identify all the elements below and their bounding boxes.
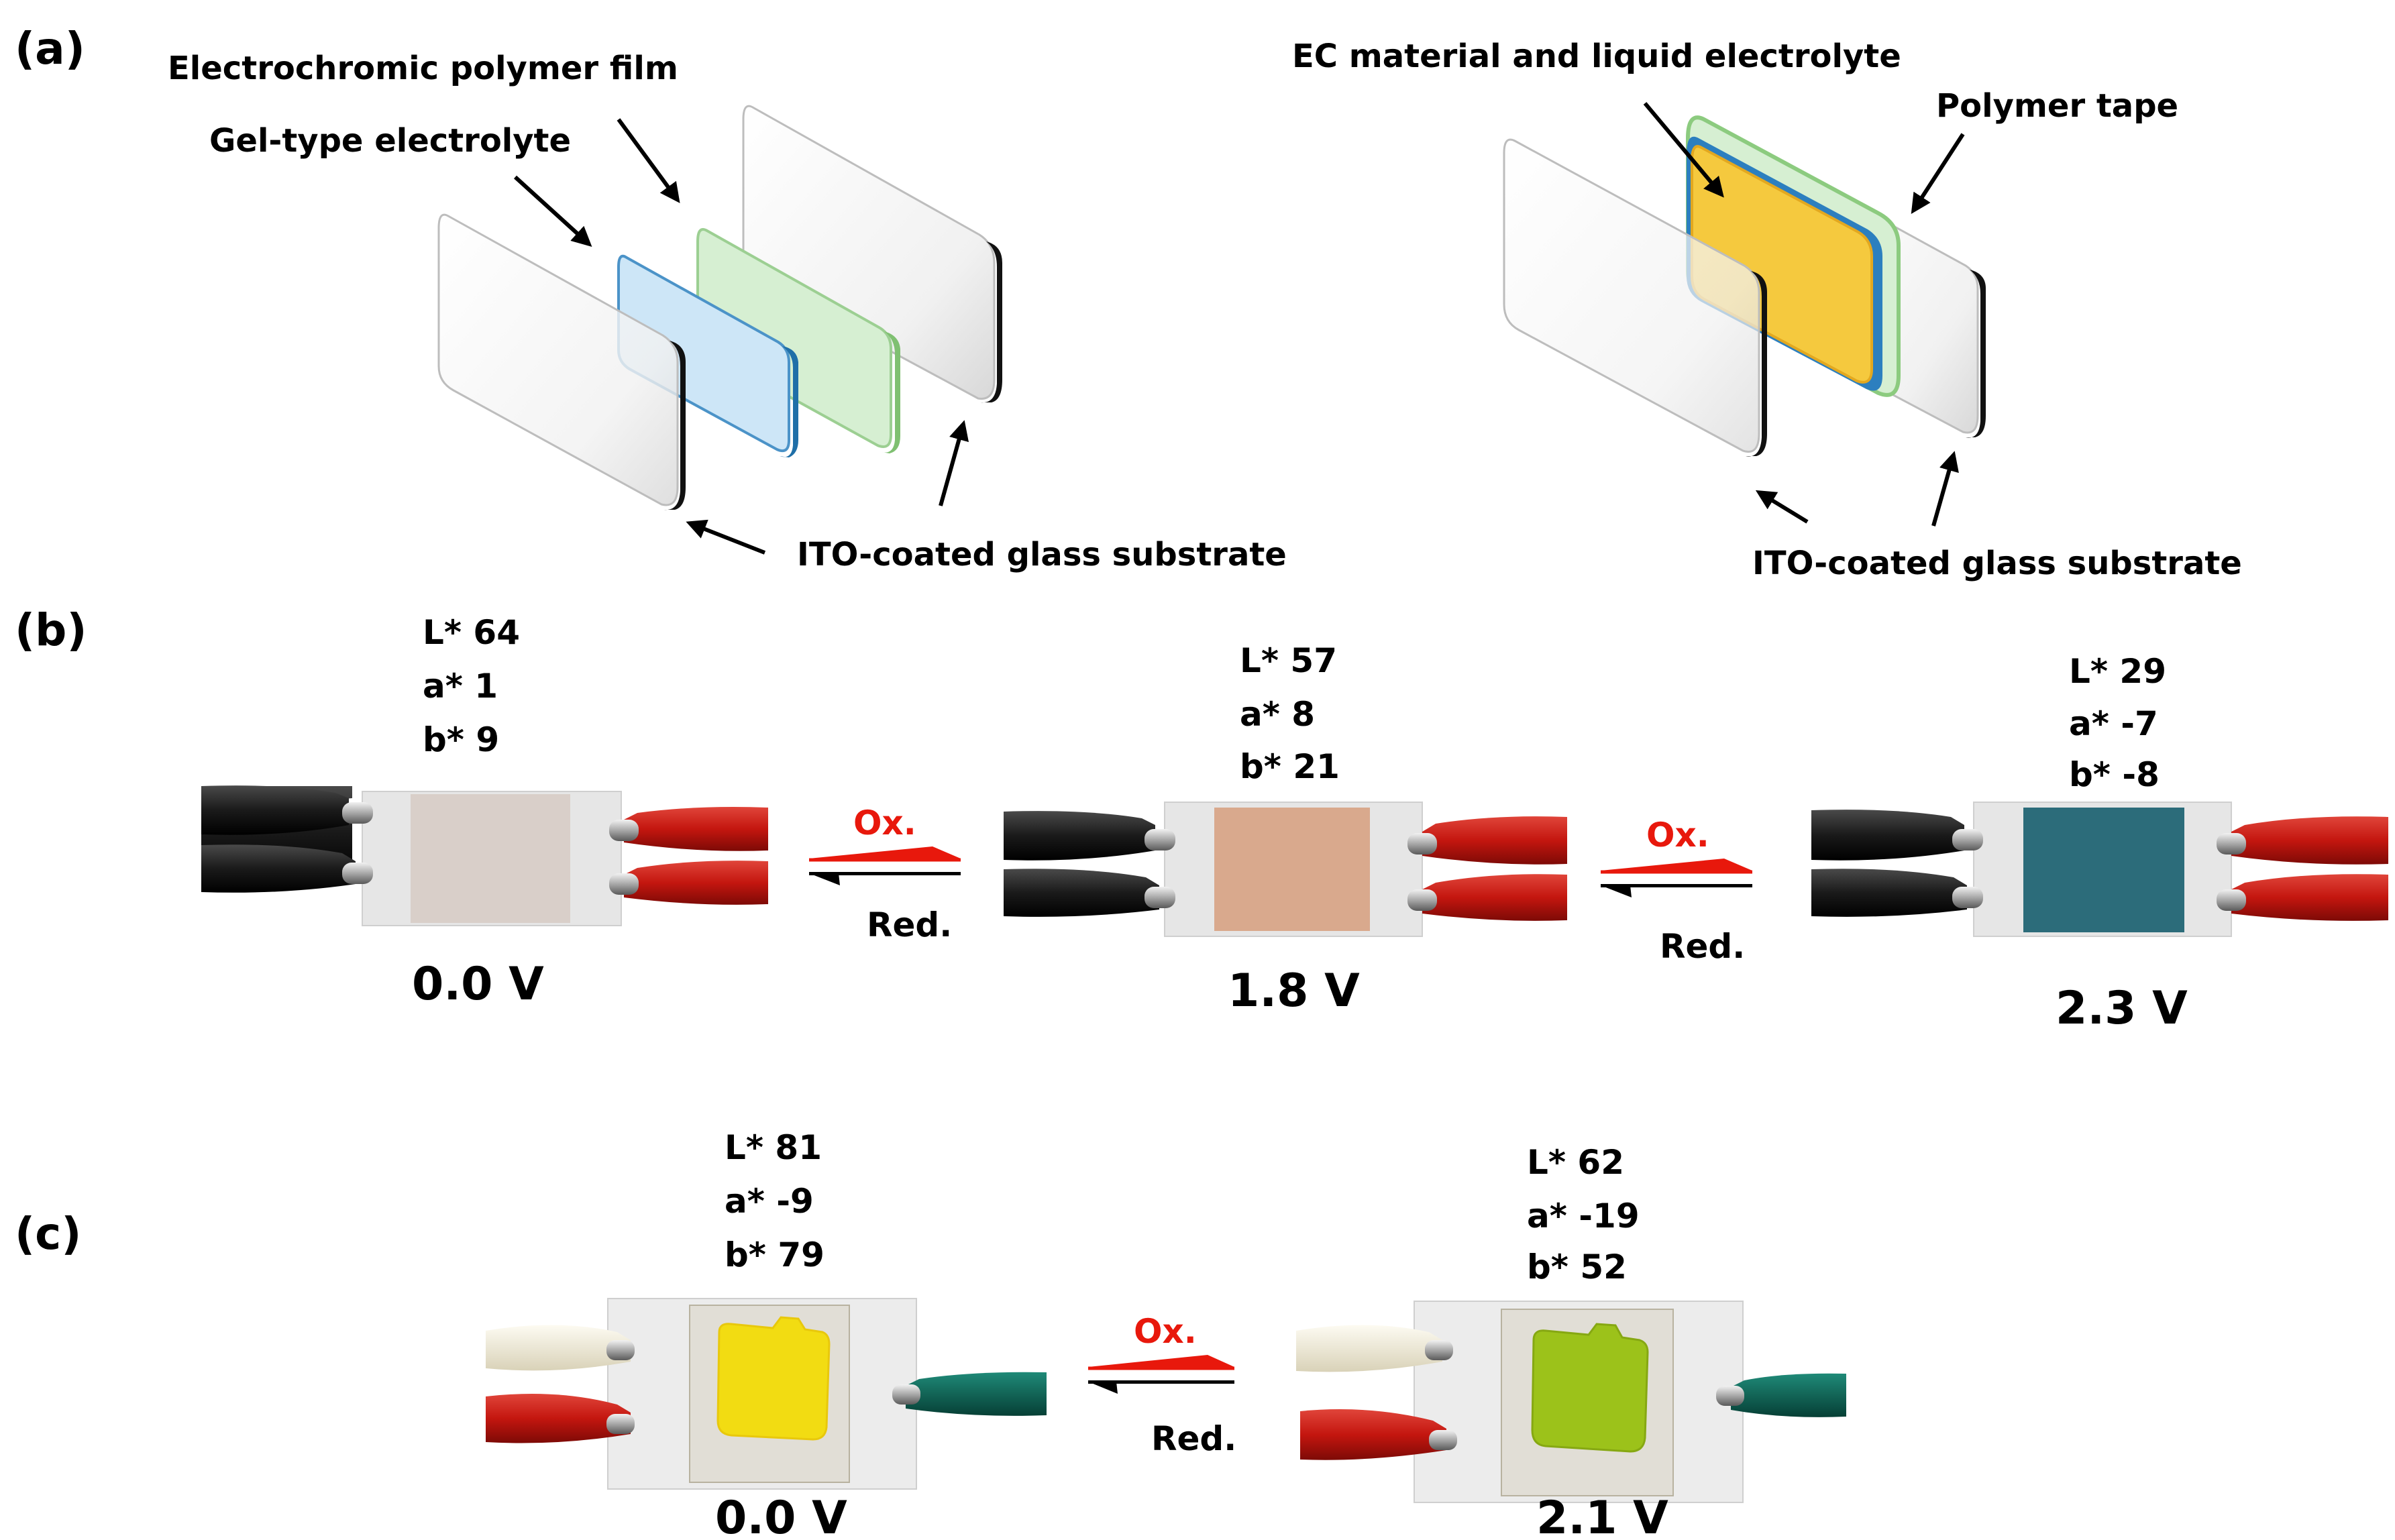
b-t1-red-arrow	[809, 873, 840, 885]
device-b-1.8v	[1004, 802, 1567, 937]
arrow-to-polymer-tape	[1911, 133, 1965, 215]
b0-bstar: b* 9	[423, 720, 499, 759]
b-t1-ox: Ox.	[853, 804, 916, 842]
panel-b-label: (b)	[15, 604, 87, 656]
gel-electrolyte-layer	[617, 254, 798, 457]
arrow-to-gel	[513, 175, 592, 248]
c0-lstar: L* 81	[725, 1128, 822, 1167]
electrochromic-film-layer	[696, 228, 900, 453]
device-c-2.1v	[1296, 1301, 1846, 1503]
arrow-to-right-front-glass	[1755, 490, 1809, 524]
b1-astar: a* 8	[1240, 695, 1315, 734]
c-t1-ox: Ox.	[1134, 1312, 1197, 1351]
arrow-to-right-back-glass	[1931, 451, 1959, 527]
c1-astar: a* -19	[1527, 1197, 1640, 1235]
device-b-0v	[201, 785, 768, 926]
b0-lstar: L* 64	[423, 613, 520, 652]
left-back-glass-substrate	[742, 105, 1002, 403]
b2-lstar: L* 29	[2069, 652, 2166, 691]
c-t1-ox-arrow	[1088, 1355, 1234, 1367]
arrow-to-ec-material	[1643, 102, 1724, 198]
b-t2-red: Red.	[1660, 927, 1745, 966]
b-t2-ox: Ox.	[1646, 816, 1709, 855]
arrow-to-left-back-glass	[939, 420, 969, 506]
c1-bstar: b* 52	[1527, 1248, 1627, 1286]
film-c-2.1v	[1531, 1323, 1649, 1453]
callout-ec-material: EC material and liquid electrolyte	[1292, 38, 1901, 75]
c0-astar: a* -9	[725, 1182, 814, 1221]
film-b-0v	[411, 794, 570, 923]
c0-bstar: b* 79	[725, 1235, 824, 1274]
film-b-2.3v	[2023, 808, 2184, 932]
b-t2-red-arrow	[1601, 885, 1632, 897]
c-t1-red-arrow	[1088, 1382, 1118, 1394]
b2-bstar: b* -8	[2069, 755, 2160, 794]
callout-electrochromic-film: Electrochromic polymer film	[168, 50, 678, 87]
callout-polymer-tape: Polymer tape	[1936, 87, 2178, 125]
b0-voltage: 0.0 V	[412, 958, 544, 1011]
b0-astar: a* 1	[423, 667, 498, 706]
film-c-0v	[716, 1316, 831, 1441]
arrow-to-film	[617, 118, 680, 203]
callout-right-substrate: ITO-coated glass substrate	[1752, 545, 2242, 582]
device-c-0v	[486, 1298, 1047, 1490]
b1-voltage: 1.8 V	[1228, 965, 1360, 1018]
panel-c-label: (c)	[15, 1208, 81, 1260]
right-front-glass-substrate	[1503, 138, 1767, 457]
c1-voltage: 2.1 V	[1536, 1492, 1668, 1540]
b2-astar: a* -7	[2069, 704, 2158, 743]
film-b-1.8v	[1214, 808, 1370, 931]
ec-material-layer	[1687, 136, 1882, 391]
c-t1-red: Red.	[1151, 1419, 1236, 1458]
callout-gel-electrolyte: Gel-type electrolyte	[209, 122, 571, 160]
b2-voltage: 2.3 V	[2056, 982, 2188, 1035]
left-front-glass-substrate	[437, 213, 686, 510]
device-b-2.3v	[1811, 802, 2388, 937]
callout-left-substrate: ITO-coated glass substrate	[797, 536, 1287, 573]
b1-bstar: b* 21	[1240, 747, 1340, 786]
c0-voltage: 0.0 V	[715, 1492, 847, 1540]
b-t1-red: Red.	[867, 905, 952, 944]
arrow-to-left-front-glass	[686, 519, 766, 555]
panel-a-label: (a)	[15, 23, 85, 74]
c1-lstar: L* 62	[1527, 1143, 1624, 1182]
b1-lstar: L* 57	[1240, 641, 1337, 680]
b-t1-ox-arrow	[809, 846, 961, 859]
b-t2-ox-arrow	[1601, 859, 1752, 871]
